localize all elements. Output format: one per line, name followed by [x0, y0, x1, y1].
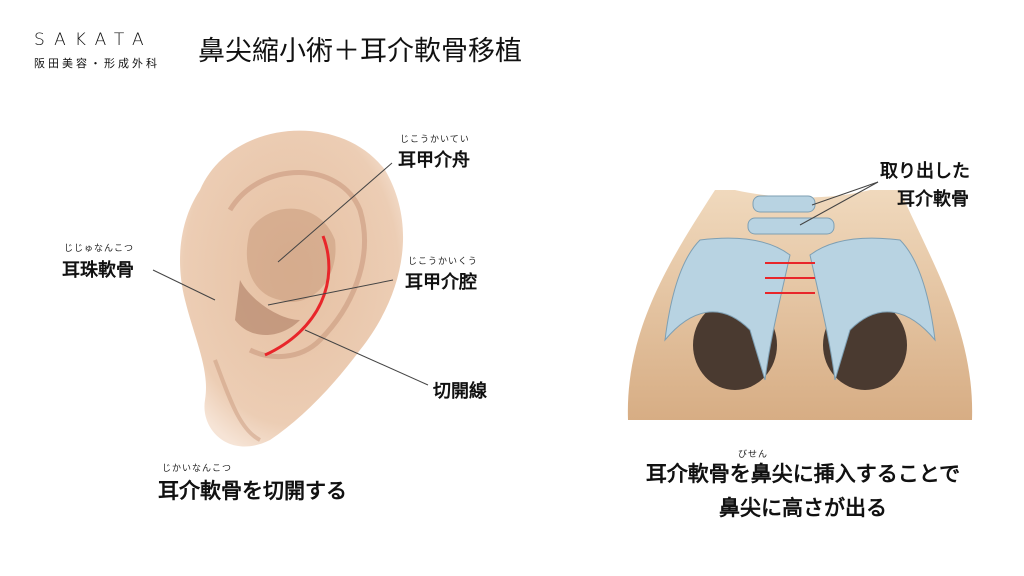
- nose-caption-line1: 耳介軟骨を鼻尖に挿入することで: [645, 461, 961, 486]
- nose-leader-lines: [799, 181, 879, 226]
- label-tragus-cartilage: 耳珠軟骨: [62, 260, 134, 281]
- incision-line: [264, 235, 331, 357]
- cut-marks: [765, 262, 815, 294]
- label-harvested-line2: 耳介軟骨: [897, 189, 969, 210]
- nose-illustration: [627, 190, 973, 420]
- ruby-ear-caption: じかいなんこつ: [162, 464, 233, 474]
- clinic-name: 阪田美容・形成外科: [34, 57, 160, 70]
- label-cavum-conchae: 耳甲介腔: [405, 272, 477, 293]
- page-title: 鼻尖縮小術＋耳介軟骨移植: [198, 36, 522, 67]
- nose-caption-line2: 鼻尖に高さが出る: [719, 495, 887, 520]
- ruby-nose-caption: びせん: [738, 450, 769, 460]
- logo: SAKATA: [34, 30, 153, 50]
- ear-caption: 耳介軟骨を切開する: [158, 478, 347, 503]
- ruby-tragus: じじゅなんこつ: [64, 244, 135, 254]
- label-cymba-conchae: 耳甲介舟: [398, 150, 470, 171]
- ruby-cavum: じこうかいくう: [408, 257, 478, 267]
- label-incision-line: 切開線: [433, 381, 487, 402]
- ear-leader-lines: [152, 162, 429, 386]
- ruby-ear-scapha: じこうかいてい: [400, 135, 470, 145]
- ear-illustration: [180, 130, 404, 447]
- label-harvested-line1: 取り出した: [880, 161, 970, 182]
